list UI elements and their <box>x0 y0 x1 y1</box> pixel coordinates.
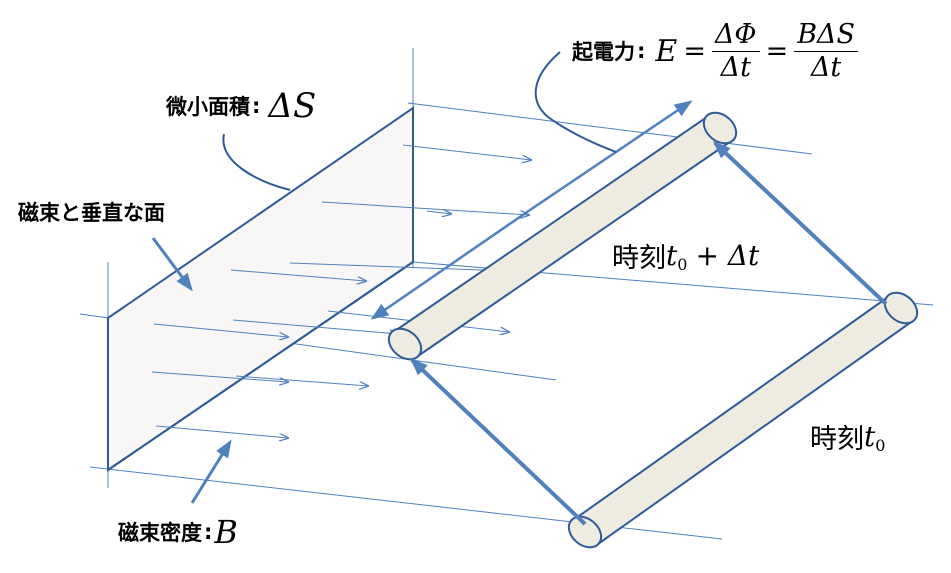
field-arrow <box>151 371 288 382</box>
field-arrow <box>232 319 398 334</box>
leader-area <box>222 133 291 191</box>
rod-upper <box>387 111 738 361</box>
area-label: 微小面積 <box>166 95 250 119</box>
emf-label: 起電力 <box>572 40 635 64</box>
time-later-t: t <box>666 238 678 272</box>
formula-eq1: = <box>683 35 706 67</box>
formula-eq2: = <box>765 35 789 67</box>
flux-density-label-group: 磁束密度 : B <box>118 510 238 554</box>
emf-colon: : <box>637 39 646 63</box>
formula-frac1: ΔΦ Δt <box>711 19 760 83</box>
field-arrow <box>426 211 451 214</box>
formula-frac2: BΔS Δt <box>794 19 859 83</box>
frac2-denominator: Δt <box>810 51 842 83</box>
emf-arrow <box>370 100 693 320</box>
perpendicular-plane <box>107 106 414 472</box>
flux-density-label: 磁束密度 <box>118 521 202 545</box>
leader-emf <box>534 51 617 153</box>
area-symbol: ΔS <box>268 86 317 126</box>
motion-arrows <box>409 140 888 526</box>
field-arrow <box>155 425 288 438</box>
leader-lines <box>222 51 617 191</box>
area-label-group: 微小面積 : ΔS <box>166 84 316 128</box>
field-arrow <box>321 201 529 215</box>
time-later-subscript: 0 <box>677 254 688 274</box>
magnetic-field-arrows <box>151 144 537 438</box>
frac1-denominator: Δt <box>720 51 751 83</box>
field-arrow <box>230 269 366 281</box>
emf-label-group: 起電力 : E = ΔΦ Δt = BΔS Δt <box>572 12 859 90</box>
plane-diagonal <box>107 261 414 471</box>
time-later-plus: + Δt <box>695 238 760 272</box>
motion-arrow-left <box>409 357 587 526</box>
time-later-label: 時刻 t 0 + Δt <box>612 233 759 277</box>
frac1-numerator: ΔΦ <box>711 19 760 52</box>
time-now-label: 時刻 t 0 <box>810 414 885 458</box>
area-colon: : <box>252 94 261 118</box>
rod-lower <box>567 291 919 549</box>
flux-density-symbol: B <box>214 513 238 551</box>
time-now-subscript: 0 <box>875 435 886 455</box>
pointer-flux-density <box>190 439 232 504</box>
time-later-prefix: 時刻 <box>612 242 666 274</box>
flux-density-colon: : <box>204 520 213 544</box>
motion-arrow-right <box>712 140 888 306</box>
pointer-perpendicular-surface <box>151 237 193 292</box>
field-arrow <box>402 144 531 160</box>
field-arrow <box>153 323 288 337</box>
formula-lhs: E <box>655 33 678 69</box>
perpendicular-surface-label: 磁束と垂直な面 <box>18 201 165 225</box>
frac2-numerator: BΔS <box>794 19 859 52</box>
time-now-prefix: 時刻 <box>810 423 864 455</box>
field-arrow <box>235 375 368 386</box>
pointer-arrows <box>151 237 232 504</box>
time-now-t: t <box>864 419 876 453</box>
